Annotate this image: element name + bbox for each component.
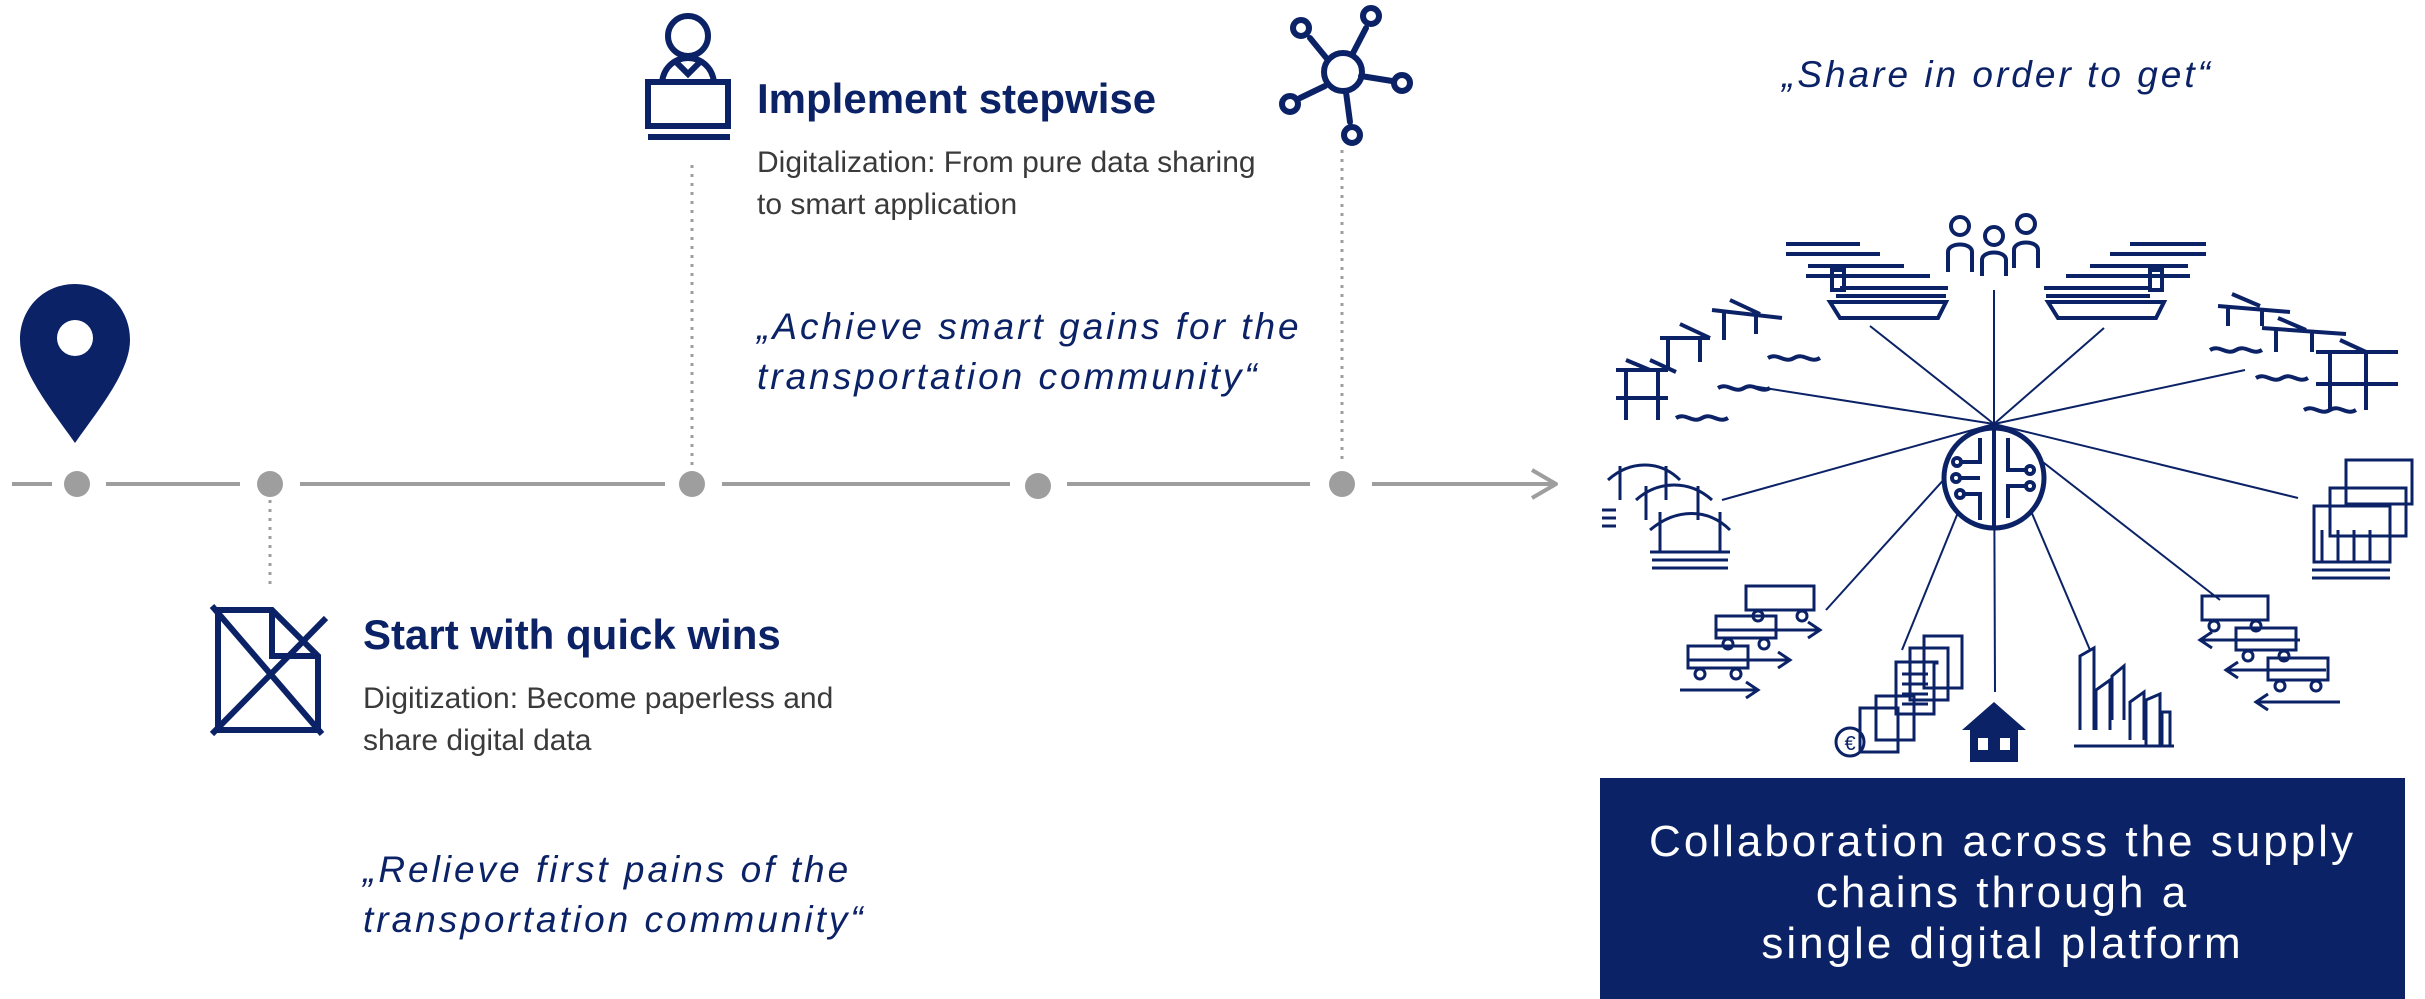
platform-box-line: single digital platform <box>1761 919 2244 968</box>
step-heading: Implement stepwise <box>757 75 1157 122</box>
platform-box-line: chains through a <box>1815 868 2190 917</box>
circuit-hub-icon <box>1941 425 2047 531</box>
step-quote-line: „Achieve smart gains for the <box>757 306 1302 347</box>
platform-box: Collaboration across the supply chains t… <box>1600 778 2405 999</box>
presenter-desk-icon <box>645 13 731 140</box>
timeline-dot <box>257 471 283 497</box>
platform-box-text: Collaboration across the supply chains t… <box>1600 778 2405 969</box>
crossed-document-icon <box>209 604 329 737</box>
dotted-connectors <box>268 150 1344 590</box>
rail-freight-icon <box>1680 584 1823 700</box>
svg-text:€: € <box>1844 733 1855 755</box>
port-crane-icon <box>2208 292 2398 414</box>
container-ship-icon <box>1786 242 1950 320</box>
platform-box-line: Collaboration across the supply <box>1649 817 2356 866</box>
timeline-dots <box>64 471 1355 499</box>
people-icon <box>1946 213 2040 276</box>
platform-quote: „Share in order to get“ <box>1782 54 2213 95</box>
city-buildings-icon <box>2074 645 2174 748</box>
timeline-dot <box>1329 471 1355 497</box>
location-pin-icon <box>20 284 130 443</box>
home-icon <box>1962 702 2026 762</box>
network-nodes-icon <box>1279 5 1413 146</box>
rail-freight-icon <box>2197 594 2340 712</box>
step-description: Digitalization: From pure data sharing t… <box>757 142 1256 226</box>
step-description-line: share digital data <box>363 724 592 757</box>
step-quote-line: transportation community“ <box>757 356 1260 397</box>
bridge-icon <box>1602 463 1732 570</box>
step-description: Digitization: Become paperless and share… <box>363 678 833 762</box>
warehouse-icon <box>2312 458 2414 580</box>
timeline-dot <box>64 471 90 497</box>
step-description-line: to smart application <box>757 188 1018 221</box>
euro-documents-icon: € <box>1834 634 1964 758</box>
step-description-line: Digitization: Become paperless and <box>363 682 834 715</box>
step-heading: Start with quick wins <box>363 611 781 658</box>
step-quote-line: „Relieve first pains of the <box>363 849 852 890</box>
port-crane-icon <box>1616 298 1822 422</box>
container-ship-icon <box>2044 242 2206 320</box>
timeline-dot <box>1025 473 1051 499</box>
timeline-arrowhead <box>1530 468 1558 500</box>
step-quote: „Achieve smart gains for the transportat… <box>757 302 1302 402</box>
step-description-line: Digitalization: From pure data sharing <box>757 146 1256 179</box>
timeline-dot <box>679 471 705 497</box>
step-quote-line: transportation community“ <box>363 899 866 940</box>
step-quote: „Relieve first pains of the transportati… <box>363 845 866 945</box>
